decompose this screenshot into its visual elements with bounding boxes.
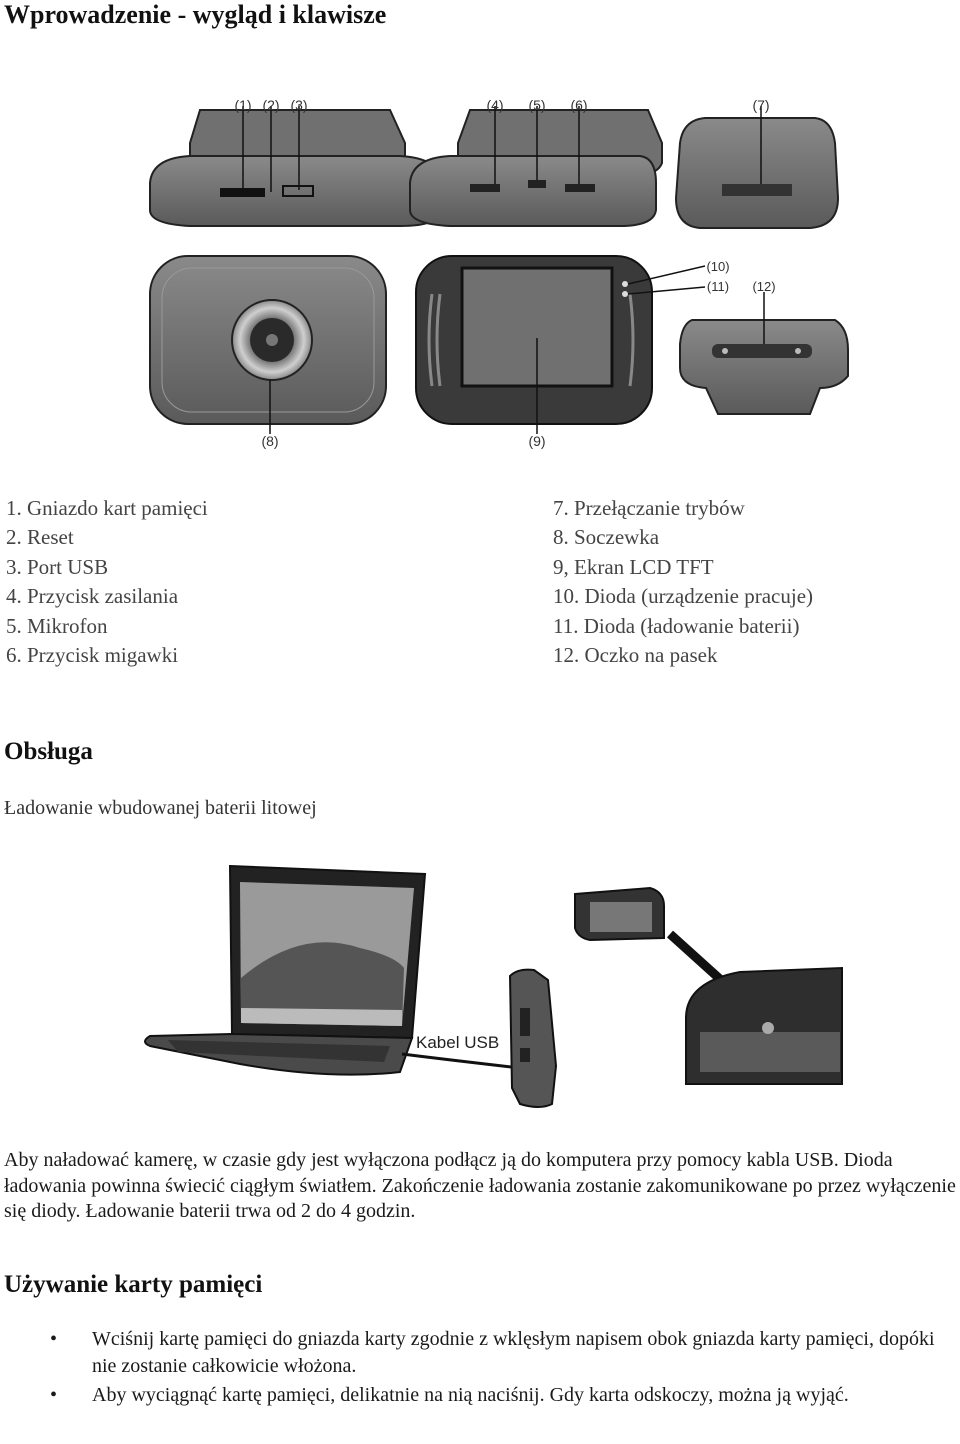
callout-11: (11) xyxy=(707,279,729,294)
camera-views-figure: (1) (2) (3) (4) (5) (6) (7) (8) xyxy=(149,97,849,449)
list-item: 11. Dioda (ładowanie baterii) xyxy=(553,613,800,638)
section-subheading-charging: Ładowanie wbudowanej baterii litowej xyxy=(4,797,317,819)
callout-10: (10) xyxy=(706,259,729,274)
page-title: Wprowadzenie - wygląd i klawisze xyxy=(4,0,387,29)
camera-bottom-view xyxy=(679,292,849,415)
callout-9: (9) xyxy=(528,433,545,449)
callout-3: (3) xyxy=(290,97,307,113)
bullet-icon: • xyxy=(50,1328,58,1350)
usb-cable xyxy=(401,1052,521,1070)
laptop-image xyxy=(144,864,427,1076)
list-item: 10. Dioda (urządzenie pracuje) xyxy=(553,584,814,609)
list-item: 2. Reset xyxy=(6,525,74,550)
charging-illustration: Kabel USB xyxy=(144,864,843,1108)
memory-card-bullets: • Wciśnij kartę pamięci do gniazda karty… xyxy=(50,1326,955,1409)
camera-front-view xyxy=(149,255,387,434)
list-item: • Wciśnij kartę pamięci do gniazda karty… xyxy=(50,1326,955,1380)
charging-paragraph: Aby naładować kamerę, w czasie gdy jest … xyxy=(4,1149,956,1222)
bullet-icon: • xyxy=(50,1384,58,1406)
list-item: 7. Przełączanie trybów xyxy=(553,496,745,520)
list-item: 6. Przycisk migawki xyxy=(6,643,179,668)
camera-closeup-image xyxy=(574,886,843,1085)
camera-back-view xyxy=(415,255,706,434)
section-heading-obsluga: Obsługa xyxy=(4,738,93,765)
callout-2: (2) xyxy=(262,97,279,113)
camera-top-view-right xyxy=(674,106,840,229)
list-item: 1. Gniazdo kart pamięci xyxy=(6,496,208,520)
cable-label: Kabel USB xyxy=(416,1033,499,1052)
bullet-text: Wciśnij kartę pamięci do gniazda karty z… xyxy=(92,1328,935,1377)
list-item: 4. Przycisk zasilania xyxy=(6,584,179,609)
callout-1: (1) xyxy=(234,97,251,113)
callout-4: (4) xyxy=(486,97,503,113)
camera-top-view-left xyxy=(149,106,443,227)
callout-8: (8) xyxy=(261,433,278,449)
camera-side-image xyxy=(508,968,558,1108)
section-heading-memory-card: Używanie karty pamięci xyxy=(4,1271,263,1298)
callout-7: (7) xyxy=(752,97,769,113)
callout-12: (12) xyxy=(752,279,775,294)
parts-list-left: 1. Gniazdo kart pamięci 2. Reset 3. Port… xyxy=(6,494,208,670)
list-item: 3. Port USB xyxy=(6,554,109,579)
list-item: 5. Mikrofon xyxy=(6,613,108,638)
bullet-text: Aby wyciągnąć kartę pamięci, delikatnie … xyxy=(92,1384,849,1406)
list-item: 9, Ekran LCD TFT xyxy=(553,554,714,579)
callout-6: (6) xyxy=(570,97,587,113)
parts-list-right: 7. Przełączanie trybów 8. Soczewka 9, Ek… xyxy=(553,494,813,670)
camera-top-view-middle xyxy=(409,106,663,227)
callout-5: (5) xyxy=(528,97,545,113)
list-item: • Aby wyciągnąć kartę pamięci, delikatni… xyxy=(50,1382,955,1409)
list-item: 8. Soczewka xyxy=(553,525,660,550)
list-item: 12. Oczko na pasek xyxy=(553,643,718,668)
